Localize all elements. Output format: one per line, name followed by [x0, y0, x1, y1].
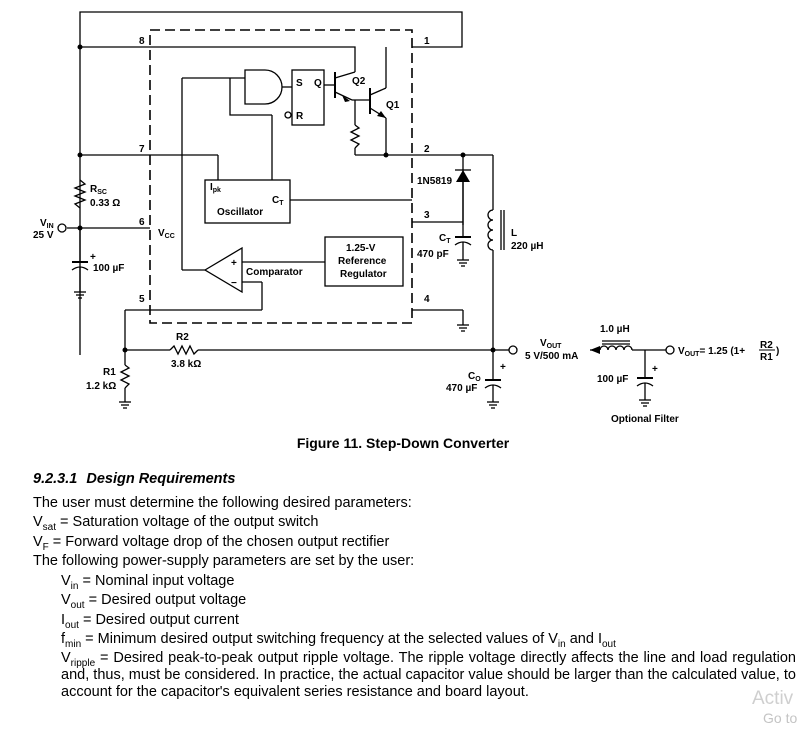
r1-label: R1	[103, 367, 116, 378]
param-vsat: Vsat = Saturation voltage of the output …	[33, 514, 319, 533]
r2-value: 3.8 kΩ	[171, 359, 201, 370]
vcc-label: VCC	[158, 228, 175, 240]
comp-minus: −	[231, 278, 237, 289]
pin-5: 5	[139, 294, 145, 305]
diode-label: 1N5819	[417, 176, 452, 187]
co-label: CO	[468, 371, 481, 383]
intro-text: The user must determine the following de…	[33, 494, 412, 511]
filter-ratio-num: R2	[760, 340, 773, 351]
pin-7: 7	[139, 144, 145, 155]
pin-6: 6	[139, 217, 145, 228]
pin-2: 2	[424, 144, 430, 155]
vin-label: VIN	[40, 218, 54, 230]
section-number: 9.2.3.1	[33, 471, 78, 487]
r1-value: 1.2 kΩ	[86, 381, 116, 392]
r2-label: R2	[176, 332, 189, 343]
figure-caption: Figure 11. Step-Down Converter	[296, 435, 510, 451]
filter-close: )	[776, 346, 779, 357]
ic-outline	[149, 29, 413, 324]
section-heading: 9.2.3.1 Design Requirements	[33, 470, 796, 490]
param-vf: VF = Forward voltage drop of the chosen …	[33, 533, 390, 553]
design-requirements-section: 9.2.3.1 Design Requirements The user must…	[33, 470, 796, 701]
pin-3: 3	[424, 210, 430, 221]
oscillator-label: Oscillator	[217, 207, 263, 218]
and-gate	[244, 69, 283, 105]
activation-watermark-line2: Go to	[763, 710, 798, 726]
vout-label: VOUT	[540, 338, 562, 350]
filter-c-value: 100 µF	[597, 374, 628, 385]
comparator	[203, 246, 243, 294]
filter-ratio-den: R1	[760, 352, 773, 363]
param-vin: Vin = Nominal input voltage	[61, 572, 235, 592]
vin-value: 25 V	[33, 230, 54, 241]
param-iout: Iout = Desired output current	[61, 611, 239, 631]
ct-pin-label: CT	[272, 195, 284, 207]
section-title: Design Requirements	[86, 471, 236, 487]
activation-watermark-line1: Activ	[752, 688, 794, 709]
ref-line2: Reference	[338, 256, 387, 267]
inductor-value: 220 µH	[511, 241, 543, 252]
comparator-label: Comparator	[246, 267, 303, 278]
rsc-value: 0.33 Ω	[90, 198, 120, 209]
filter-c-plus: +	[652, 364, 658, 375]
param-fmin: fmin = Minimum desired output switching …	[61, 631, 616, 650]
q1-label: Q1	[386, 100, 400, 111]
co-plus: +	[500, 362, 506, 373]
filter-vout-formula: VOUT= 1.25 (1+	[678, 346, 745, 358]
q2-label: Q2	[352, 76, 366, 87]
ref-line1: 1.25-V	[346, 243, 376, 254]
ct-cap-label: CT	[439, 233, 451, 245]
ff-s: S	[296, 78, 303, 89]
ff-r: R	[296, 111, 304, 122]
reference-regulator	[324, 236, 404, 287]
oscillator-block	[204, 179, 291, 224]
intro2-text: The following power-supply parameters ar…	[33, 553, 415, 569]
cin-plus: +	[90, 252, 96, 263]
co-value: 470 µF	[446, 383, 477, 394]
param-vripple: Vripple = Desired peak-to-peak output ri…	[61, 649, 796, 700]
pin-1: 1	[424, 36, 430, 47]
filter-l-value: 1.0 µH	[600, 324, 630, 335]
optional-filter-label: Optional Filter	[611, 414, 679, 425]
param-vout: Vout = Desired output voltage	[61, 592, 247, 611]
ct-value: 470 pF	[417, 249, 449, 260]
ff-q: Q	[314, 78, 322, 89]
pin-4: 4	[424, 294, 430, 305]
pin-8: 8	[139, 36, 145, 47]
rsc-label: RSC	[90, 184, 107, 196]
comp-plus: +	[231, 258, 237, 269]
sr-flip-flop	[291, 69, 325, 126]
inductor-label: L	[511, 228, 517, 239]
ref-line3: Regulator	[340, 269, 387, 280]
step-down-converter-schematic: 8 1 7 2 6 3 5 4 RSC 0.33 Ω VIN 25 V VCC …	[33, 11, 779, 425]
vout-value: 5 V/500 mA	[525, 351, 578, 362]
ipk-label: Ipk	[210, 182, 221, 194]
cin-value: 100 µF	[93, 263, 124, 274]
schottky-diode	[456, 170, 470, 182]
